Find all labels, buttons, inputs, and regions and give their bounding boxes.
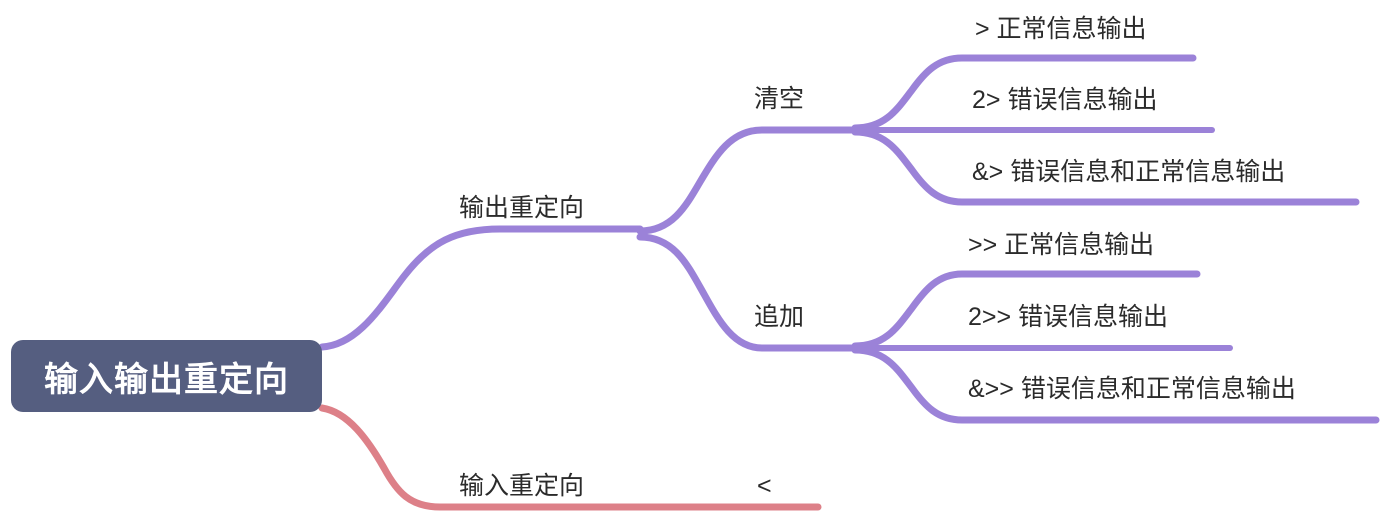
leaf-stdout-truncate[interactable]: > 正常信息输出 [975, 15, 1147, 43]
leaf-stdin-operator[interactable]: < [757, 472, 772, 500]
branch-output-to-append [636, 233, 859, 352]
root-node-label: 输入输出重定向 [44, 360, 289, 399]
leaf-both-truncate[interactable]: &> 错误信息和正常信息输出 [972, 158, 1286, 186]
branch-append-to-both [851, 346, 1380, 424]
node-truncate[interactable]: 清空 [754, 85, 805, 113]
node-output-redirect[interactable]: 输出重定向 [459, 194, 585, 222]
leaf-both-append[interactable]: &>> 错误信息和正常信息输出 [968, 375, 1296, 403]
node-append[interactable]: 追加 [754, 303, 805, 331]
branch-truncate-to-stdout [851, 54, 1197, 132]
leaf-stderr-append[interactable]: 2>> 错误信息输出 [968, 303, 1169, 331]
branch-output-to-truncate [636, 126, 859, 235]
branch-root-to-output-redirect [318, 225, 644, 351]
node-input-redirect[interactable]: 输入重定向 [459, 472, 585, 500]
branch-truncate-to-both [851, 128, 1360, 206]
branch-append-to-stdout [851, 270, 1201, 350]
leaf-stderr-truncate[interactable]: 2> 错误信息输出 [972, 86, 1158, 114]
root-node[interactable]: 输入输出重定向 [11, 340, 322, 412]
branch-root-to-input-redirect [318, 404, 822, 511]
leaf-stdout-append[interactable]: >> 正常信息输出 [968, 231, 1155, 259]
